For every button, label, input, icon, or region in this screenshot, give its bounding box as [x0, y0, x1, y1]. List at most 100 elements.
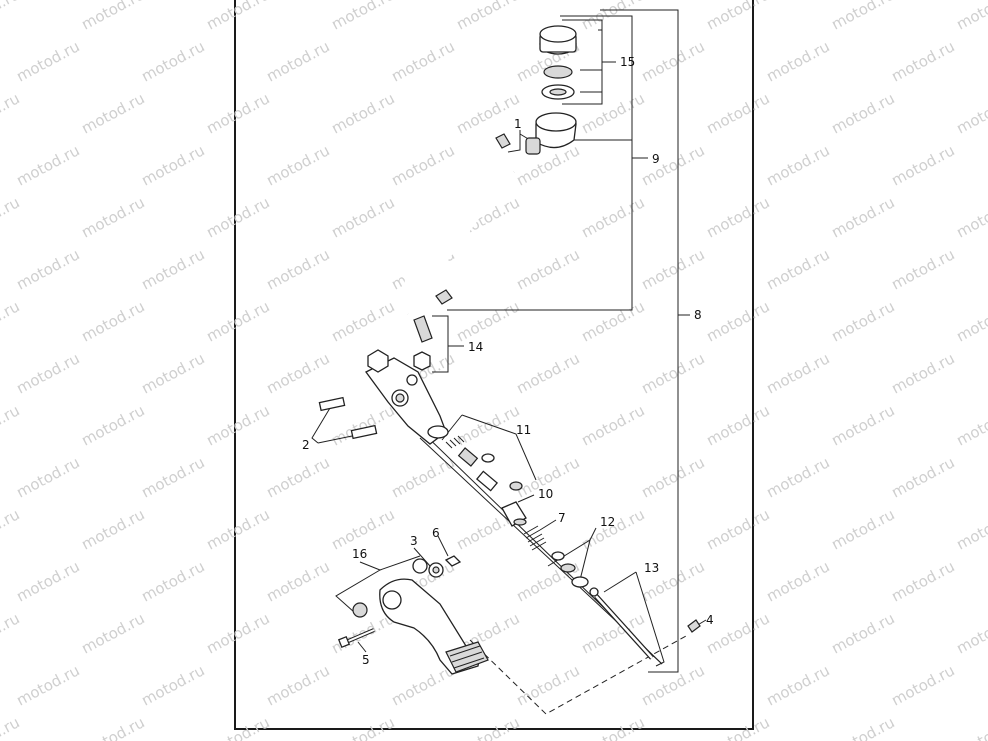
watermark-text: motod.ru [453, 297, 522, 345]
watermark-text: motod.ru [578, 297, 647, 345]
watermark-text: motod.ru [953, 89, 988, 137]
watermark-text: motod.ru [578, 401, 647, 449]
watermark-text: motod.ru [78, 505, 147, 553]
watermark-text: motod.ru [0, 193, 23, 241]
watermark-text: motod.ru [703, 297, 772, 345]
watermark-text: motod.ru [513, 245, 582, 293]
watermark-text: motod.ru [953, 713, 988, 741]
reservoir-body [525, 112, 577, 155]
watermark-text: motod.ru [703, 0, 772, 34]
callout-2: 2 [302, 438, 310, 452]
watermark-text: motod.ru [828, 89, 897, 137]
watermark-text: motod.ru [0, 401, 23, 449]
watermark-text: motod.ru [78, 713, 147, 741]
watermark-text: motod.ru [328, 89, 397, 137]
watermark-text: motod.ru [138, 557, 207, 605]
watermark-text: motod.ru [0, 297, 23, 345]
watermark-text: motod.ru [953, 401, 988, 449]
watermark-text: motod.ru [388, 37, 457, 85]
watermark-text: motod.ru [203, 193, 272, 241]
watermark-text: motod.ru [138, 453, 207, 501]
return-spring [523, 525, 547, 551]
watermark-text: motod.ru [78, 609, 147, 657]
watermark-text: motod.ru [953, 193, 988, 241]
watermark-text: motod.ru [828, 713, 897, 741]
clevis-pin-clip [687, 619, 701, 633]
dust-boot [501, 501, 527, 527]
callout-15: 15 [620, 55, 635, 69]
watermark-text: motod.ru [578, 0, 647, 34]
watermark-text: motod.ru [763, 557, 832, 605]
watermark-text: motod.ru [953, 609, 988, 657]
watermark-text: motod.ru [328, 297, 397, 345]
watermark-text: motod.ru [953, 505, 988, 553]
watermark-text: motod.ru [763, 349, 832, 397]
watermark-text: motod.ru [138, 661, 207, 709]
hose-clip [435, 133, 511, 305]
watermark-text: motod.ru [828, 0, 897, 34]
watermark-text: motod.ru [263, 453, 332, 501]
watermark-text: motod.ru [78, 89, 147, 137]
pivot-washers [412, 555, 462, 578]
callout-12: 12 [600, 515, 615, 529]
callout-7: 7 [558, 511, 566, 525]
watermark-text: motod.ru [763, 37, 832, 85]
watermark-text: motod.ru [263, 349, 332, 397]
watermark-text: motod.ru [763, 141, 832, 189]
callout-14: 14 [468, 340, 483, 354]
watermark-text: motod.ru [703, 193, 772, 241]
watermark-text: motod.ru [328, 193, 397, 241]
callout-6: 6 [432, 526, 440, 540]
watermark-text: motod.ru [888, 245, 957, 293]
watermark-text: motod.ru [388, 453, 457, 501]
watermark-text: motod.ru [453, 89, 522, 137]
watermark-text: motod.ru [888, 661, 957, 709]
watermark-text: motod.ru [388, 141, 457, 189]
brake-pedal [352, 578, 489, 675]
watermark-text: motod.ru [203, 609, 272, 657]
reservoir-hose [403, 170, 517, 315]
watermark-text: motod.ru [703, 89, 772, 137]
callout-13: 13 [644, 561, 659, 575]
watermark-text: motod.ru [578, 89, 647, 137]
watermark-text: motod.ru [703, 401, 772, 449]
watermark-text: motod.ru [13, 141, 82, 189]
watermark-text: motod.ru [638, 245, 707, 293]
watermark-text: motod.ru [578, 193, 647, 241]
watermark-text: motod.ru [888, 141, 957, 189]
watermark-text: motod.ru [763, 661, 832, 709]
watermark-text: motod.ru [888, 349, 957, 397]
pivot-bolt [337, 628, 375, 649]
watermark-text: motod.ru [703, 505, 772, 553]
callout-16: 16 [352, 547, 367, 561]
circlip-washers [551, 551, 589, 588]
callout-11: 11 [516, 423, 531, 437]
hose-adapter [413, 315, 433, 371]
watermark-text: motod.ru [828, 193, 897, 241]
watermark-text: motod.ru [0, 505, 23, 553]
watermark-text: motod.ru [638, 37, 707, 85]
watermark-text: motod.ru [263, 245, 332, 293]
watermark-text: motod.ru [453, 713, 522, 741]
watermark-text: motod.ru [953, 0, 988, 34]
watermark-text: motod.ru [138, 141, 207, 189]
watermark-text: motod.ru [203, 89, 272, 137]
watermark-text: motod.ru [828, 609, 897, 657]
watermark-text: motod.ru [513, 349, 582, 397]
watermark-text: motod.ru [763, 245, 832, 293]
watermark-text: motod.ru [328, 713, 397, 741]
watermark-text: motod.ru [578, 713, 647, 741]
callout-10: 10 [538, 487, 553, 501]
watermark-text: motod.ru [638, 661, 707, 709]
watermark-text: motod.ru [513, 141, 582, 189]
watermark-text: motod.ru [953, 297, 988, 345]
watermark-text: motod.ru [328, 401, 397, 449]
watermark-text: motod.ru [0, 0, 23, 34]
watermark-text: motod.ru [263, 37, 332, 85]
watermark-text: motod.ru [138, 245, 207, 293]
watermark-text: motod.ru [78, 297, 147, 345]
diagram-frame [234, 0, 754, 730]
